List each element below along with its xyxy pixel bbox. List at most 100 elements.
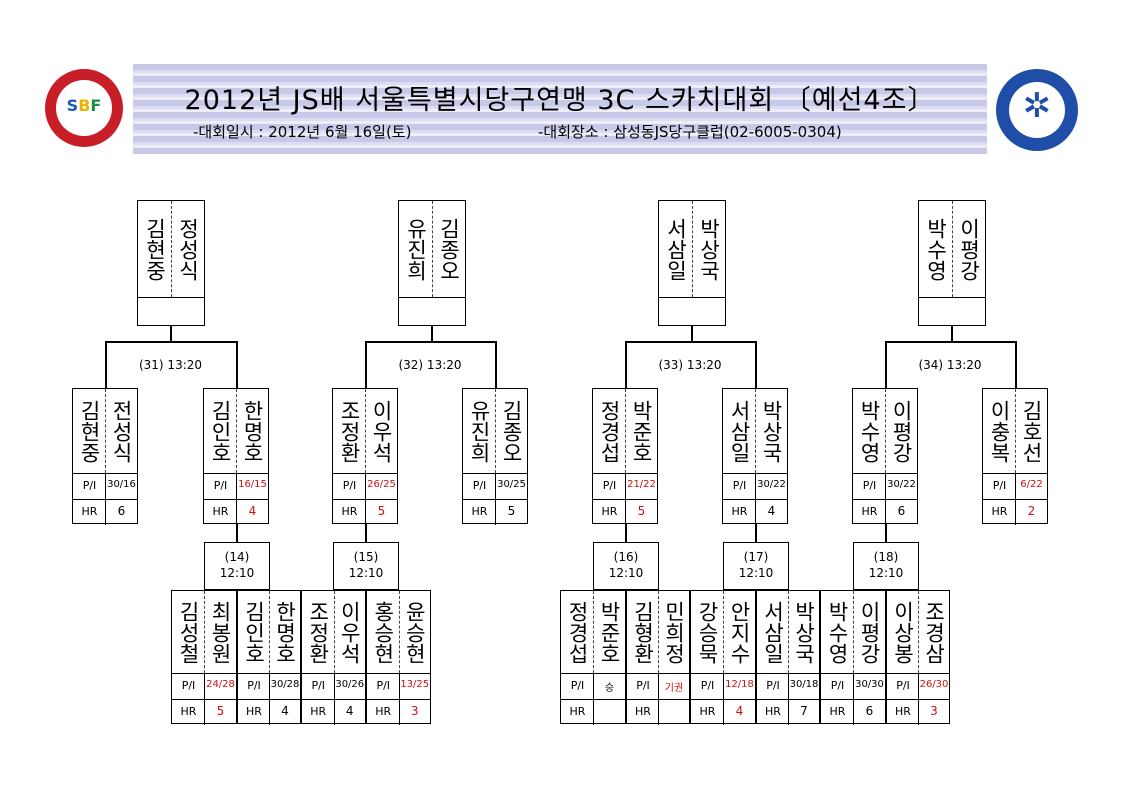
- pi-score: 6/22: [1020, 479, 1043, 490]
- pi-label: P/I: [472, 479, 487, 492]
- bracket-line: [755, 524, 757, 542]
- hr-label: HR: [765, 705, 781, 718]
- column-divider: [723, 591, 724, 673]
- column-divider: [269, 591, 270, 673]
- column-divider: [625, 473, 626, 525]
- logo-letter: B: [78, 96, 91, 115]
- pi-label: P/I: [82, 479, 97, 492]
- pi-label: P/I: [376, 679, 391, 692]
- player-name: 김호선: [1019, 399, 1044, 463]
- player-name: 한명호: [240, 399, 265, 463]
- column-divider: [333, 673, 335, 725]
- match-schedule-box: (14)12:10: [204, 542, 270, 590]
- pi-score: 16/15: [238, 479, 267, 490]
- column-divider: [788, 591, 789, 673]
- match-number: (17): [743, 550, 769, 564]
- bracket-line: [755, 341, 757, 388]
- match-time: 12:10: [608, 566, 644, 580]
- bracket-line: [365, 341, 367, 388]
- hr-label: HR: [310, 705, 327, 718]
- hr-value: 4: [767, 504, 776, 518]
- hr-label: HR: [699, 705, 716, 718]
- bracket-line: [105, 341, 107, 388]
- hr-label: HR: [341, 505, 358, 518]
- pi-score: 21/22: [627, 479, 656, 490]
- bracket-line: [885, 524, 887, 542]
- player-name: 박상국: [759, 399, 784, 463]
- match-label: (34) 13:20: [910, 358, 990, 372]
- player-name: 박수영: [924, 217, 948, 281]
- column-divider: [723, 673, 724, 725]
- match-number: (14): [224, 550, 250, 564]
- hr-value: 4: [281, 704, 289, 718]
- hr-value: 2: [1027, 504, 1036, 518]
- hr-value: 4: [345, 704, 354, 718]
- bracket-line: [365, 341, 496, 343]
- pi-score: 13/25: [400, 679, 430, 690]
- hr-value: 5: [637, 504, 646, 518]
- column-divider: [918, 673, 919, 725]
- column-divider: [755, 389, 756, 473]
- bracket-line: [885, 341, 1016, 343]
- match-time: 12:10: [868, 566, 904, 580]
- player-name: 조경삼: [922, 600, 946, 664]
- column-divider: [885, 389, 886, 473]
- pi-label: P/I: [830, 679, 845, 692]
- match-schedule-box: (17)12:10: [723, 542, 789, 590]
- column-divider: [1015, 389, 1016, 473]
- page-title: 2012년 JS배 서울특별시당구연맹 3C 스카치대회 〔예선4조〕: [184, 85, 936, 116]
- hr-value: 4: [735, 704, 744, 718]
- column-divider: [885, 473, 886, 525]
- player-name: 서삼일: [664, 217, 688, 281]
- player-name: 전성식: [109, 399, 134, 463]
- row-divider: [659, 297, 725, 298]
- player-name: 박준호: [597, 600, 622, 664]
- column-divider: [1015, 473, 1016, 525]
- row-divider: [919, 297, 985, 298]
- event-date: -대회일시 : 2012년 6월 16일(토): [193, 123, 412, 141]
- pi-score: 26/25: [367, 479, 396, 490]
- match-schedule-box: (15)12:10: [333, 542, 399, 590]
- pi-score: 30/22: [887, 479, 916, 490]
- hr-value: 3: [930, 704, 938, 718]
- pi-score: 승: [604, 683, 615, 694]
- match-number: (18): [873, 550, 899, 564]
- bracket-line: [691, 325, 693, 342]
- column-divider: [495, 389, 496, 473]
- hr-label: HR: [180, 705, 197, 718]
- title-banner: 2012년 JS배 서울특별시당구연맹 3C 스카치대회 〔예선4조〕 -대회일…: [133, 64, 987, 154]
- bracket-line: [951, 325, 953, 342]
- column-divider: [658, 591, 659, 673]
- pi-score: 30/28: [270, 679, 300, 690]
- match-number: (15): [353, 550, 379, 564]
- hr-label: HR: [375, 705, 392, 718]
- pi-score: 30/22: [757, 479, 786, 490]
- column-divider: [692, 201, 693, 297]
- player-name: 김현중: [77, 399, 102, 463]
- pi-score: 26/30: [919, 679, 949, 690]
- column-divider: [105, 473, 106, 525]
- hr-label: HR: [731, 505, 748, 518]
- column-divider: [952, 201, 953, 297]
- seoul-sports-council-logo: ✲: [996, 69, 1078, 151]
- column-divider: [105, 389, 106, 473]
- player-name: 박준호: [629, 399, 654, 463]
- hr-label: HR: [81, 505, 98, 518]
- player-name: 한명호: [273, 600, 297, 664]
- match-schedule-box: (18) 12:10: [853, 542, 919, 590]
- player-name: 강승묵: [695, 600, 720, 664]
- column-divider: [788, 673, 789, 725]
- player-name: 정경섭: [597, 399, 622, 463]
- hr-label: HR: [895, 705, 911, 718]
- logo-letter: S: [66, 96, 79, 115]
